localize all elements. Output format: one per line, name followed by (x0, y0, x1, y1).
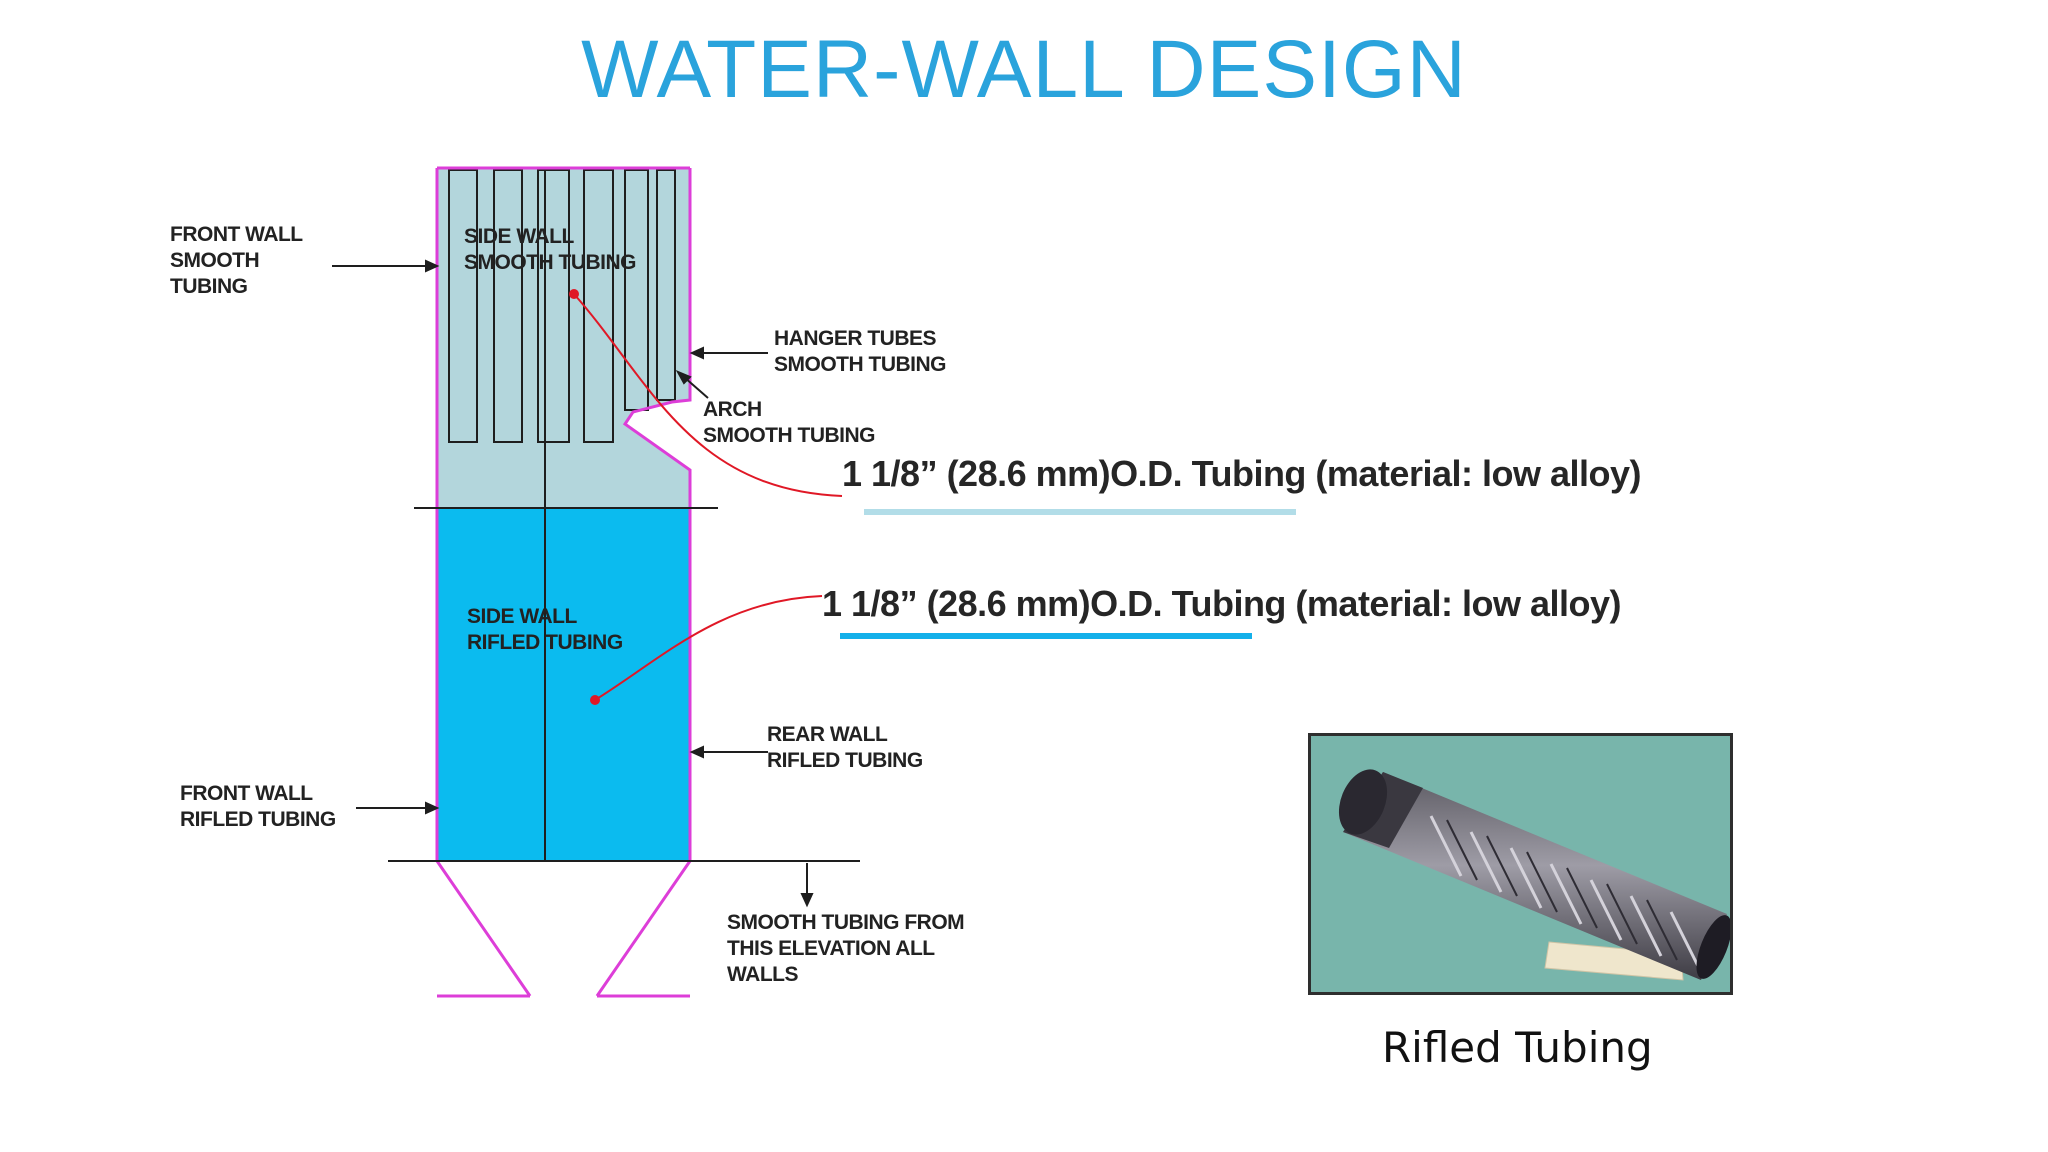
label-arrows (332, 259, 814, 908)
rifled-tubing-photo (1308, 733, 1733, 995)
label-hanger-tubes: HANGER TUBES SMOOTH TUBING (774, 327, 947, 376)
slide-title: WATER-WALL DESIGN (581, 24, 1467, 115)
label-smooth-from-elevation: SMOOTH TUBING FROM THIS ELEVATION ALL WA… (727, 911, 965, 986)
photo-caption: Rifled Tubing (1382, 1023, 1653, 1072)
lower-rifled-zone (437, 508, 690, 861)
label-front-wall-rifled: FRONT WALL RIFLED TUBING (180, 782, 336, 831)
label-side-wall-smooth: SIDE WALL SMOOTH TUBING (464, 225, 637, 274)
label-arch: ARCH SMOOTH TUBING (703, 398, 876, 447)
label-side-wall-rifled: SIDE WALL RIFLED TUBING (467, 605, 623, 654)
spec-lower-tubing: 1 1/8” (28.6 mm)O.D. Tubing (material: l… (822, 583, 1622, 624)
leader-lines (573, 293, 843, 701)
leader-dot-upper (569, 289, 579, 299)
label-rear-wall-rifled: REAR WALL RIFLED TUBING (767, 723, 923, 772)
spec-upper-tubing: 1 1/8” (28.6 mm)O.D. Tubing (material: l… (842, 453, 1642, 494)
tube-panels (448, 168, 676, 860)
label-front-wall-smooth: FRONT WALL SMOOTH TUBING (170, 223, 303, 298)
leader-dot-lower (590, 695, 600, 705)
rifled-tube-illustration (1311, 736, 1730, 992)
upper-smooth-zone (437, 168, 690, 508)
